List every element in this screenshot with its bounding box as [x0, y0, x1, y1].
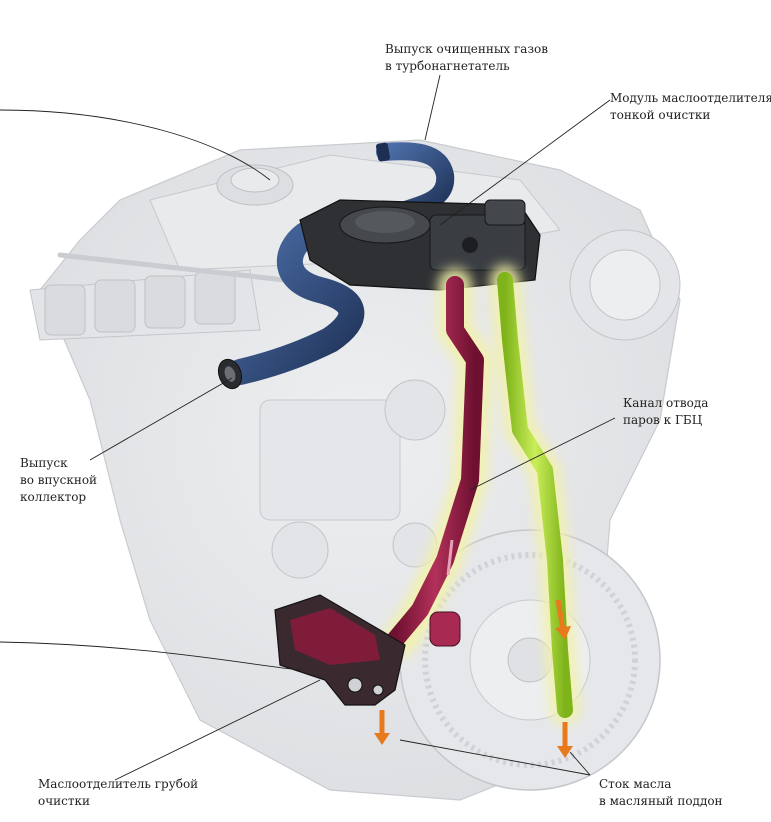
fine-separator-module: [299, 199, 541, 291]
label-head-channel: Канал отвода паров к ГБЦ: [623, 395, 708, 429]
label-line: Сток масла: [599, 777, 672, 791]
label-line: тонкой очистки: [610, 108, 711, 122]
label-line: во впускной: [20, 473, 98, 487]
label-line: коллектор: [20, 490, 87, 504]
leader-lines: [0, 74, 616, 781]
label-line: Маслоотделитель грубой: [38, 777, 199, 791]
oil-return-channel: [497, 272, 573, 718]
oil-drain-arrow-left: [374, 710, 390, 745]
coarse-separator: [274, 594, 461, 706]
label-oil-drain: Сток масла в масляный поддон: [599, 776, 723, 810]
label-line: Канал отвода: [623, 396, 709, 410]
label-line: Выпуск: [20, 456, 68, 470]
label-line: паров к ГБЦ: [623, 413, 703, 427]
label-coarse-separator: Маслоотделитель грубой очистки: [38, 776, 198, 810]
label-line: Модуль маслоотделителя: [610, 91, 771, 105]
label-line: Выпуск очищенных газов: [385, 42, 548, 56]
oil-drain-arrow-right: [557, 722, 573, 758]
label-line: в турбонагнетатель: [385, 59, 510, 73]
label-line: очистки: [38, 794, 91, 808]
flow-arrow-green: [555, 599, 571, 640]
label-line: в масляный поддон: [599, 794, 723, 808]
intake-hose: [217, 222, 365, 390]
label-fine-separator: Модуль маслоотделителя тонкой очистки: [610, 90, 771, 124]
label-turbo-outlet: Выпуск очищенных газов в турбонагнетател…: [385, 41, 548, 75]
vapor-channel-to-head: [386, 276, 484, 649]
label-intake-outlet: Выпуск во впускной коллектор: [20, 455, 97, 506]
